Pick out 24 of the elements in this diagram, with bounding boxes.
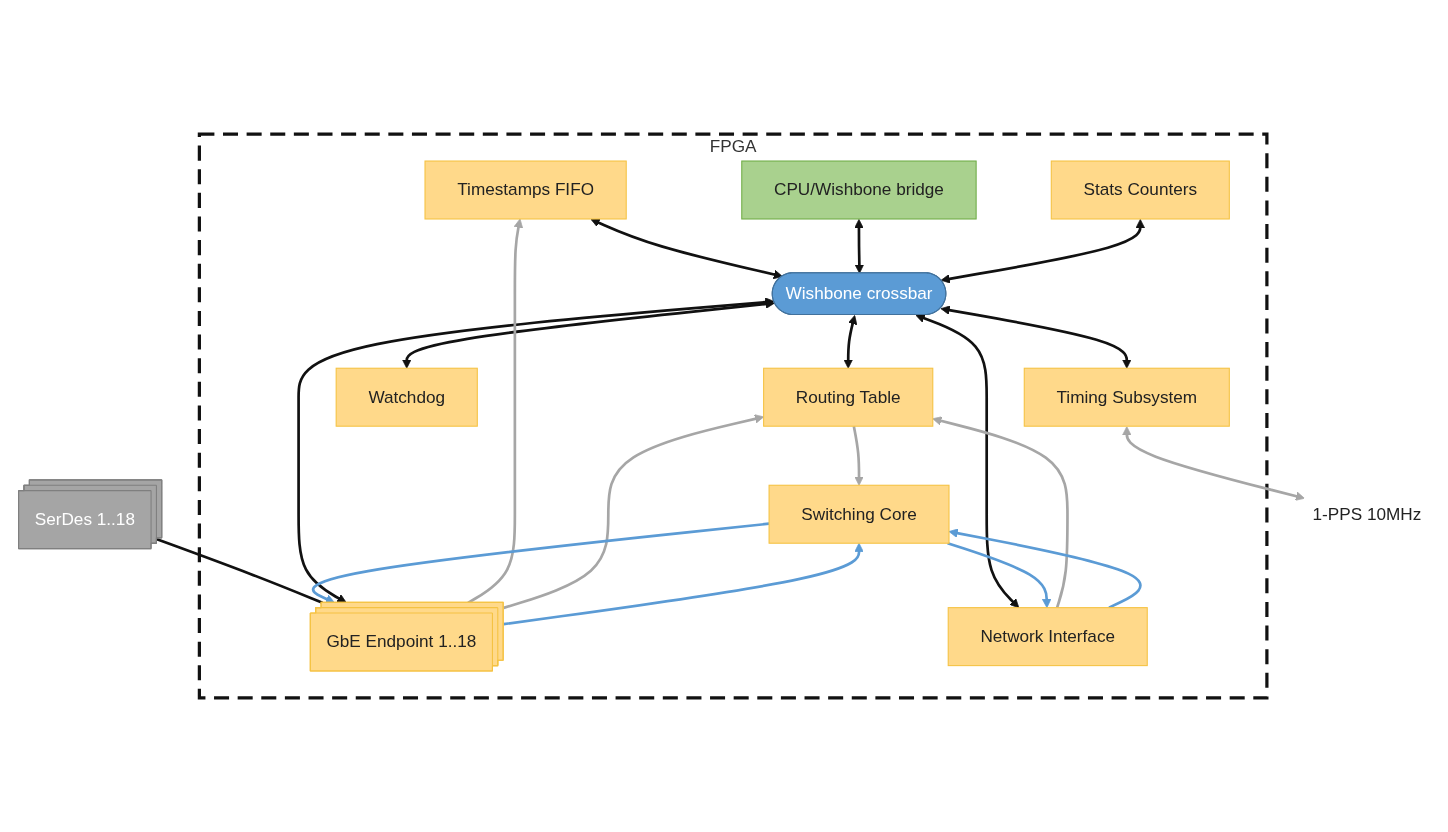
arrow <box>940 305 1132 369</box>
node-box: Switching Core <box>768 484 950 544</box>
node-box: Stats Counters <box>1050 160 1230 220</box>
arrow <box>948 528 1142 609</box>
node-box: Timing Subsystem <box>1023 367 1230 427</box>
arrow <box>947 541 1052 609</box>
arrow <box>932 416 1069 609</box>
arrow <box>503 542 864 626</box>
node-box: Routing Table <box>763 367 934 427</box>
node-text: 1-PPS 10MHz <box>1312 504 1422 523</box>
node-box: CPU/Wishbone bridge <box>741 160 977 220</box>
node-box: Timestamps FIFO <box>424 160 627 220</box>
arrow <box>915 313 1020 609</box>
arrow <box>854 219 865 274</box>
arrow <box>852 425 864 486</box>
arrow <box>843 315 858 369</box>
arrow <box>297 297 775 603</box>
arrow <box>1122 426 1305 501</box>
node-box: Watchdog <box>335 367 478 427</box>
connector <box>156 538 323 605</box>
arrow <box>940 219 1145 284</box>
arrow <box>590 218 783 280</box>
arrow <box>402 299 775 369</box>
node-box: Network Interface <box>947 607 1148 667</box>
